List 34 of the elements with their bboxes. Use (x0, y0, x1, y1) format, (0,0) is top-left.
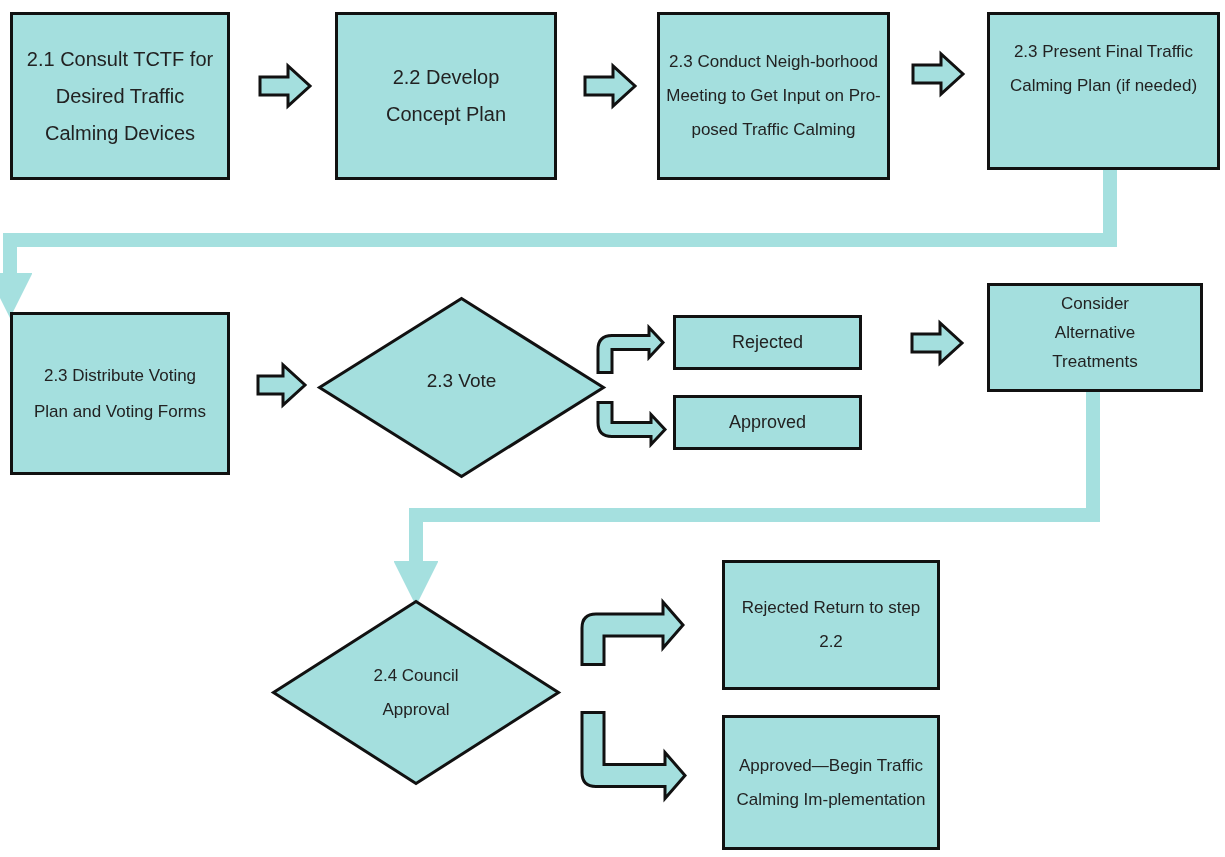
process-box (657, 12, 890, 180)
node-label: 2.3 Vote (425, 369, 498, 394)
process-box (673, 315, 862, 370)
process-box (722, 560, 940, 690)
process-box (987, 283, 1203, 392)
block-arrow (911, 50, 966, 98)
node-label: 2.2 Develop Concept Plan (384, 65, 508, 127)
process-box (673, 395, 862, 450)
node-label: Approved (727, 411, 808, 434)
process-box (10, 12, 230, 180)
decision-diamond (318, 297, 605, 478)
block-arrow (583, 62, 638, 110)
node-label: 2.4 Council Approval (372, 664, 460, 721)
block-arrow (596, 326, 665, 374)
node-label: Consider Alternative Treatments (1051, 293, 1139, 373)
process-box (722, 715, 940, 850)
process-box (10, 312, 230, 475)
node-label: 2.3 Distribute Voting Plan and Voting Forms (33, 364, 207, 423)
node-label: Approved—Begin Traffic Calming Im-plementation (735, 754, 927, 811)
node-label: 2.3 Conduct Neigh-borhood Meeting to Get Input on Pro-posed Traffic Calming (665, 51, 882, 141)
node-label: 2.3 Present Final Traffic Calming Plan (if needed) (1008, 41, 1199, 97)
block-arrow (910, 319, 965, 367)
node-label: 2.1 Consult TCTF for Desired Traffic Calming Devices (25, 46, 215, 146)
connector-arrow (0, 170, 1117, 318)
block-arrow (258, 62, 313, 110)
block-arrow (580, 711, 687, 800)
process-box (335, 12, 557, 180)
block-arrow (580, 600, 685, 666)
block-arrow (256, 361, 308, 409)
decision-diamond (272, 600, 560, 785)
block-arrow (596, 401, 667, 446)
node-label: Rejected Return to step 2.2 (740, 597, 922, 653)
process-box (987, 12, 1220, 170)
node-label: Rejected (730, 331, 804, 354)
